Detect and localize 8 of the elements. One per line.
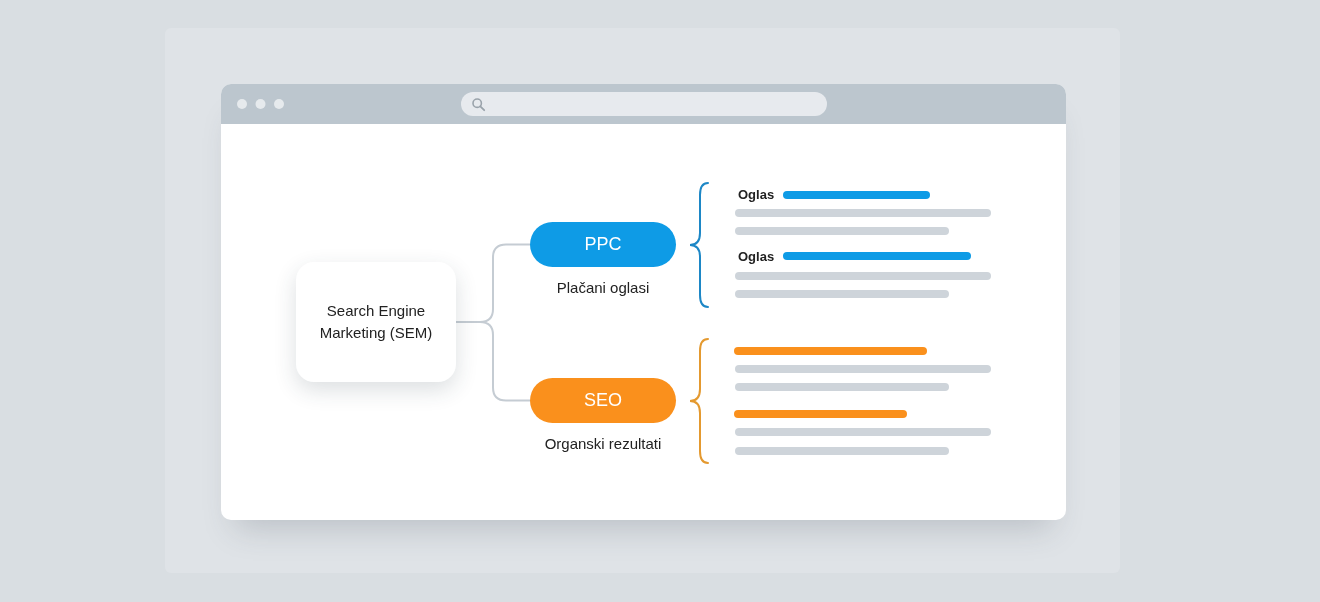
category-tag: SEO [530,378,676,423]
result-label: Oglas [738,249,775,265]
node-caption: Organski rezultati [543,435,663,452]
topic-card: Search Engine Marketing (SEM) [296,262,456,382]
connector-line [455,321,531,402]
result-label: Oglas [738,187,775,203]
category-tag: PPC [530,222,676,267]
node-caption: Plačani oglasi [555,279,651,296]
